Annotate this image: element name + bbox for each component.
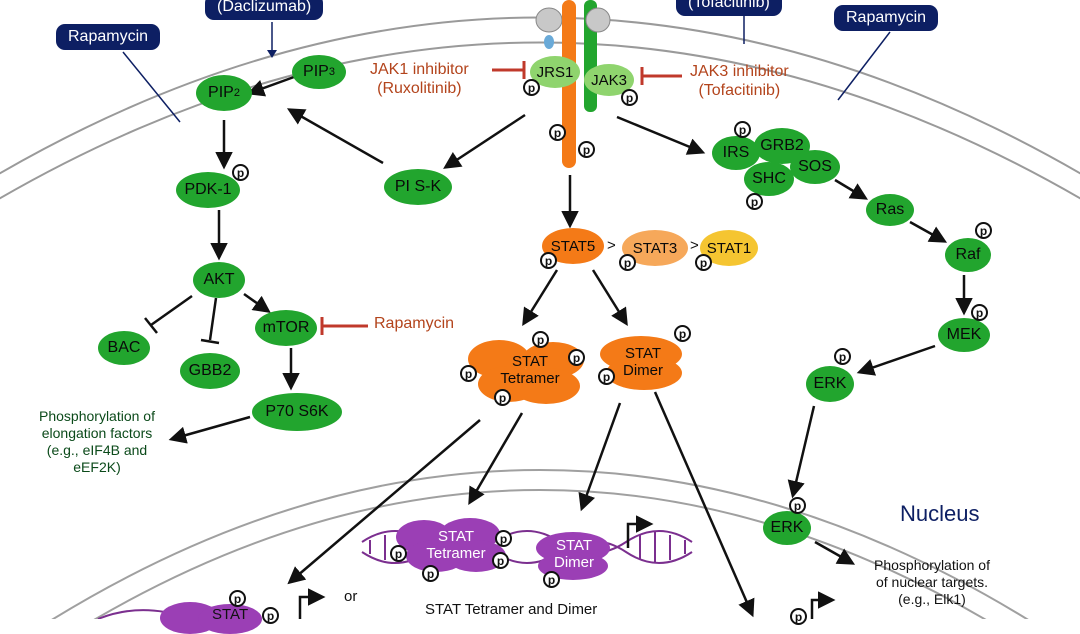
pip3-base: PIP <box>303 63 329 80</box>
greater-than-2: > <box>690 237 699 254</box>
nuclear-targets-line2: of nuclear targets. <box>875 574 989 590</box>
tofacitinib-box-top: (Tofacitinib) <box>676 0 782 16</box>
p70s6k-node: P70 S6K <box>252 393 342 431</box>
erk-nuclear-node: ERK <box>763 511 811 545</box>
phospho-marker: p <box>495 530 512 547</box>
nuclear-targets-line1: Phosphorylation of <box>874 557 990 573</box>
dimer-label-l2: Dimer <box>623 362 663 379</box>
rapamycin-box-right: Rapamycin <box>834 5 939 31</box>
tetramer-label-l1: STAT <box>511 353 549 370</box>
nucleus-label: Nucleus <box>900 501 980 526</box>
jak1-inhibitor-line1: JAK1 inhibitor <box>370 61 469 78</box>
pip3-sub: 3 <box>328 66 335 78</box>
jak3-inhibitor-line1: JAK3 inhibitor <box>690 63 789 80</box>
tetramer-blob-4 <box>512 368 580 404</box>
dna-tetramer-l2: Tetramer <box>426 545 486 562</box>
elongation-line4: eEF2K) <box>73 459 121 475</box>
dna-stat-dimer-label: STAT Dimer <box>536 536 612 572</box>
cell-membrane-inner <box>0 41 1080 200</box>
mtor-node: mTOR <box>255 310 317 346</box>
phospho-marker: p <box>975 222 992 239</box>
mek-node: MEK <box>938 318 990 352</box>
partial-stat-label: STAT <box>212 606 249 623</box>
dna-tetramer-l1: STAT <box>437 528 475 545</box>
jak3-inhibitor-line2: (Tofacitinib) <box>698 82 781 99</box>
phospho-marker: p <box>523 79 540 96</box>
diagram-lines <box>0 0 1080 619</box>
tetramer-label-l2: Tetramer <box>500 370 560 387</box>
nuclear-targets-line3: (e.g., Elk1) <box>898 591 966 607</box>
ras-node: Ras <box>866 194 914 226</box>
dna-dimer-l1: STAT <box>555 537 593 554</box>
phospho-marker: p <box>492 552 509 569</box>
irs-node: IRS <box>712 136 760 170</box>
phospho-marker: p <box>834 348 851 365</box>
phospho-marker: p <box>621 89 638 106</box>
stat-tetramer-dimer-caption: STAT Tetramer and Dimer <box>425 601 598 618</box>
gbb2-node: GBB2 <box>180 353 240 389</box>
bac-node: BAC <box>98 331 150 365</box>
phospho-marker: p <box>532 331 549 348</box>
elongation-line3: (e.g., eIF4B and <box>46 442 148 458</box>
dimer-label-l1: STAT <box>624 345 662 362</box>
phospho-marker: p <box>578 141 595 158</box>
greater-than-1: > <box>607 237 616 254</box>
phospho-marker: p <box>460 365 477 382</box>
akt-node: AKT <box>193 262 245 298</box>
phospho-marker: p <box>494 389 511 406</box>
pip2-sub: 2 <box>233 87 240 99</box>
phospho-marker: p <box>543 571 560 588</box>
sos-node: SOS <box>790 150 840 184</box>
raf-node: Raf <box>945 238 991 272</box>
stat5-node: STAT5 <box>542 228 604 264</box>
elongation-line1: Phosphorylation of <box>39 408 155 424</box>
phospho-marker: p <box>619 254 636 271</box>
rapamycin-mtor-label: Rapamycin <box>374 315 455 332</box>
pi3k-node: PI S-K <box>384 169 452 205</box>
jak3-node: JAK3 <box>584 64 634 96</box>
or-label: or <box>344 588 358 605</box>
nuclear-membrane-inner <box>93 489 987 619</box>
dna-stat-tetramer-label: STAT Tetramer <box>416 527 496 563</box>
phospho-marker: p <box>390 545 407 562</box>
phospho-marker: p <box>734 121 751 138</box>
phospho-marker: p <box>540 252 557 269</box>
stat-dimer-label: STAT Dimer <box>604 342 682 382</box>
nuclear-membrane-outer <box>51 469 1029 619</box>
stat-tetramer-label: STAT Tetramer <box>490 350 570 390</box>
elongation-phosphorylation-text: Phosphorylation of elongation factors (e… <box>22 408 172 476</box>
nuclear-targets-text: Phosphorylation of of nuclear targets. (… <box>852 557 1012 608</box>
pdk1-node: PDK-1 <box>176 172 240 208</box>
elongation-line2: elongation factors <box>41 425 153 441</box>
jak3-inhibitor-label: JAK3 inhibitor (Tofacitinib) <box>690 62 789 100</box>
rapamycin-box-left: Rapamycin <box>56 24 161 50</box>
phospho-marker: p <box>422 565 439 582</box>
phospho-marker: p <box>695 254 712 271</box>
phospho-marker: p <box>790 608 807 625</box>
phospho-marker: p <box>746 193 763 210</box>
phospho-marker: p <box>568 349 585 366</box>
dna-dimer-l2: Dimer <box>554 554 594 571</box>
phospho-marker: p <box>674 325 691 342</box>
jak1-inhibitor-line2: (Ruxolitinib) <box>377 80 462 97</box>
dimer-blob-2 <box>606 356 682 390</box>
phospho-marker: p <box>232 164 249 181</box>
phospho-marker: p <box>598 368 615 385</box>
phospho-marker: p <box>549 124 566 141</box>
jak1-inhibitor-label: JAK1 inhibitor (Ruxolitinib) <box>370 60 469 98</box>
phospho-marker: p <box>262 607 279 624</box>
phospho-marker: p <box>229 590 246 607</box>
daclizumab-box: (Daclizumab) <box>205 0 324 20</box>
phospho-marker: p <box>971 304 988 321</box>
shc-node: SHC <box>744 162 794 196</box>
erk-node: ERK <box>806 366 854 402</box>
pip2-base: PIP <box>208 84 234 101</box>
phospho-marker: p <box>789 497 806 514</box>
